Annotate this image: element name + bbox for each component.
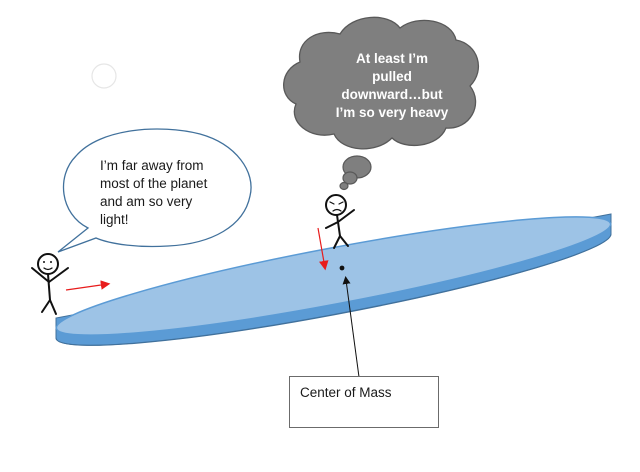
center-of-mass-label: Center of Mass bbox=[300, 385, 392, 400]
stick-figure-left bbox=[31, 253, 69, 315]
speech-line: light! bbox=[100, 212, 129, 227]
speech-line: most of the planet bbox=[100, 176, 208, 191]
planet-disc-bottom-edge bbox=[55, 233, 612, 346]
center-of-mass-box: Center of Mass bbox=[289, 376, 439, 428]
thought-line: I’m so very heavy bbox=[335, 105, 449, 120]
force-arrow-left bbox=[65, 280, 111, 291]
center-of-mass-dot bbox=[339, 265, 345, 271]
thought-line: pulled bbox=[372, 69, 412, 84]
force-arrow-center bbox=[317, 227, 329, 271]
speech-line: I’m far away from bbox=[100, 158, 204, 173]
speech-bubble bbox=[57, 128, 252, 253]
planet-disc-top bbox=[55, 216, 612, 336]
thought-bubble bbox=[283, 16, 480, 191]
planet-disc bbox=[55, 213, 612, 346]
speech-line: and am so very bbox=[100, 194, 193, 209]
thought-bubble-text: At least I’m pulled downward…but I’m so … bbox=[322, 50, 462, 122]
thought-trail-medium bbox=[342, 171, 358, 185]
thought-cloud bbox=[283, 16, 480, 150]
thought-line: downward…but bbox=[341, 87, 443, 102]
faint-circle bbox=[91, 63, 117, 89]
thought-trail-small bbox=[339, 181, 349, 191]
center-of-mass-pointer bbox=[342, 276, 360, 378]
stick-figure-center bbox=[325, 194, 355, 249]
thought-line: At least I’m bbox=[355, 51, 429, 66]
speech-bubble-text: I’m far away from most of the planet and… bbox=[100, 157, 235, 229]
